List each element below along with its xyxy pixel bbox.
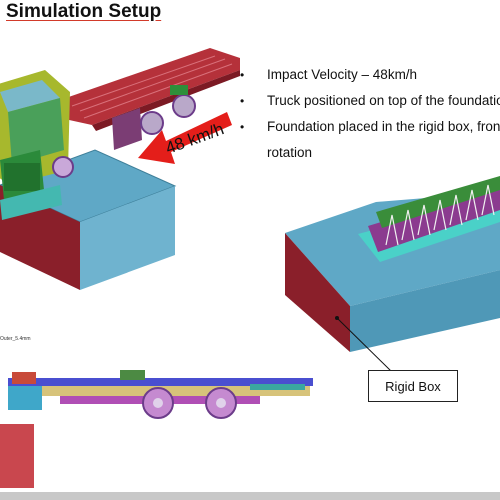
bullet-item-foundation: • Foundation placed in the rigid box, fr… (238, 114, 500, 140)
foundation-model-right (358, 176, 500, 262)
bullet-text: Truck positioned on top of the foundatio… (267, 93, 500, 108)
bullet-item-truck-position: • Truck positioned on top of the foundat… (238, 88, 500, 114)
rigid-box-side-view (0, 424, 34, 488)
truck-side-view (8, 370, 313, 419)
bullet-icon: • (240, 68, 245, 82)
bullet-list: • Impact Velocity – 48km/h • Truck posit… (238, 62, 500, 166)
bullet-continuation: rotation (267, 145, 313, 160)
slide-title: Simulation Setup (6, 1, 162, 22)
impact-direction-arrow (138, 112, 232, 164)
bottom-divider-bar (0, 492, 500, 500)
bullet-item-velocity: • Impact Velocity – 48km/h (238, 62, 500, 88)
bullet-text: Foundation placed in the rigid box, fron… (267, 119, 500, 134)
truck-model-left (0, 48, 240, 220)
bullet-text: Impact Velocity – 48km/h (267, 67, 418, 82)
model-caption: Outer_5.4mm (0, 336, 31, 342)
rigid-box-callout: Rigid Box (368, 370, 458, 402)
callout-leader-line (336, 317, 393, 373)
bullet-icon: • (240, 94, 245, 108)
bullet-icon: • (240, 120, 245, 134)
